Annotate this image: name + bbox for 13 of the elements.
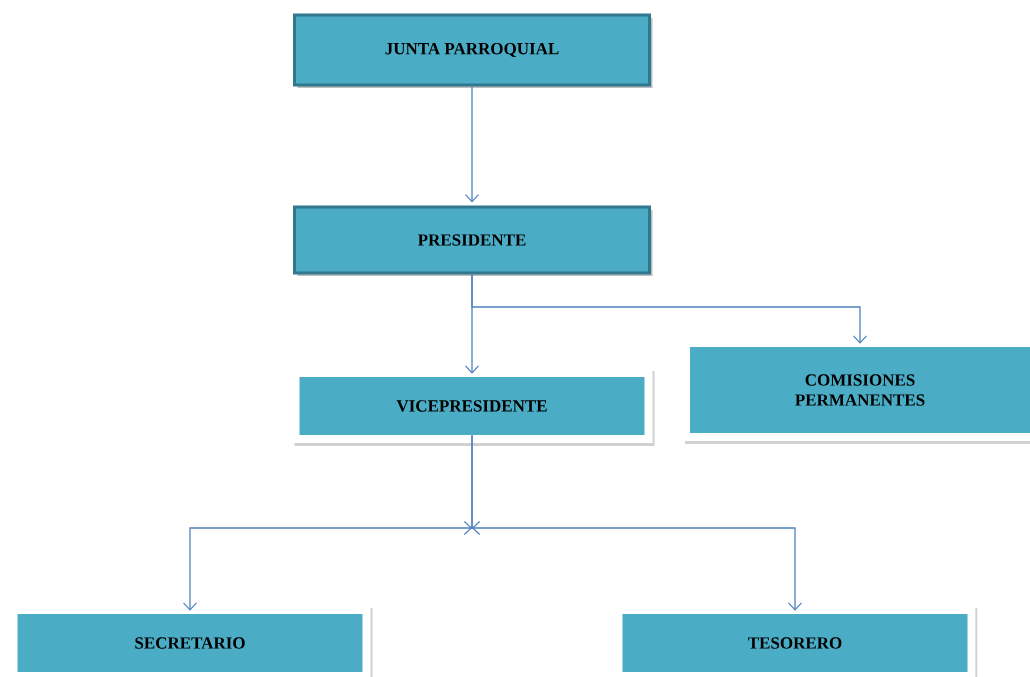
arrow (464, 85, 480, 203)
node-label: COMISIONES PERMANENTES (795, 374, 925, 406)
node-label: VICEPRESIDENTE (396, 400, 547, 412)
org-box: PRESIDENTE (293, 205, 653, 276)
org-box: TESORERO (614, 605, 978, 677)
org-box: VICEPRESIDENTE (291, 368, 655, 446)
org-box: SECRETARIO (9, 605, 373, 677)
arrow (471, 273, 868, 344)
org-box: JUNTA PARROQUIAL (293, 13, 653, 88)
node-label: TESORERO (748, 637, 842, 649)
org-box: COMISIONES PERMANENTES (682, 338, 1030, 444)
node-label: SECRETARIO (135, 637, 245, 649)
arrow (463, 434, 803, 611)
